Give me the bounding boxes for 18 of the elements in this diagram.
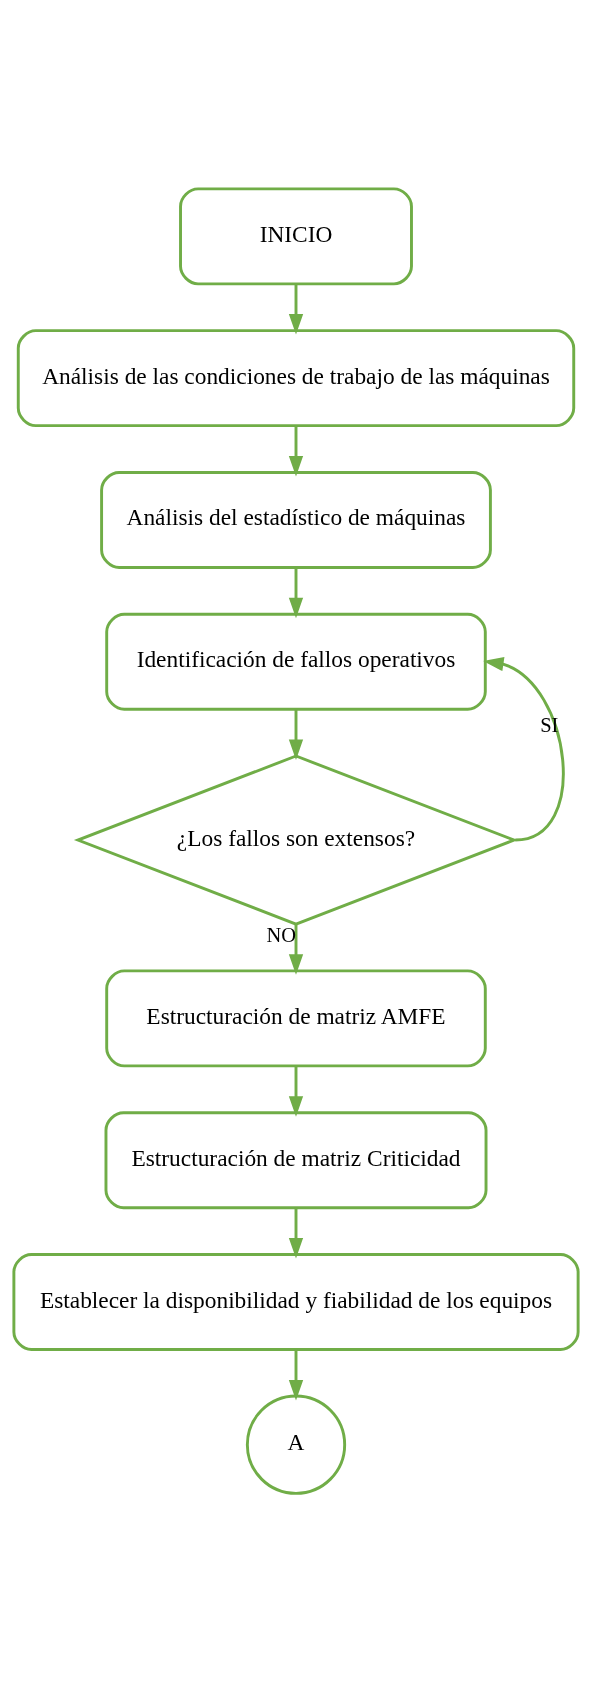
arrow <box>288 708 304 760</box>
node-box: INICIO <box>179 186 413 285</box>
edge-label: NO <box>266 923 297 946</box>
arrow <box>288 1349 304 1401</box>
node-box: Análisis de las condiciones de trabajo de las máquinas <box>16 328 576 427</box>
arrow <box>288 924 304 975</box>
arrow <box>288 283 304 335</box>
arrow <box>288 1065 304 1117</box>
node-box: Identificación de fallos operativos <box>105 612 487 711</box>
node-box: Análisis del estadístico de máquinas <box>100 470 492 569</box>
arrow <box>288 1207 304 1258</box>
arrow <box>288 425 304 476</box>
node-circle: A <box>245 1394 347 1495</box>
node-box: Estructuración de matriz AMFE <box>105 968 487 1067</box>
arrow <box>483 656 565 841</box>
node-box: Establecer la disponibilidad y fiabilidad de los equipos <box>12 1252 580 1351</box>
node-box: Estructuración de matriz Criticidad <box>104 1110 488 1209</box>
arrow <box>288 567 304 618</box>
